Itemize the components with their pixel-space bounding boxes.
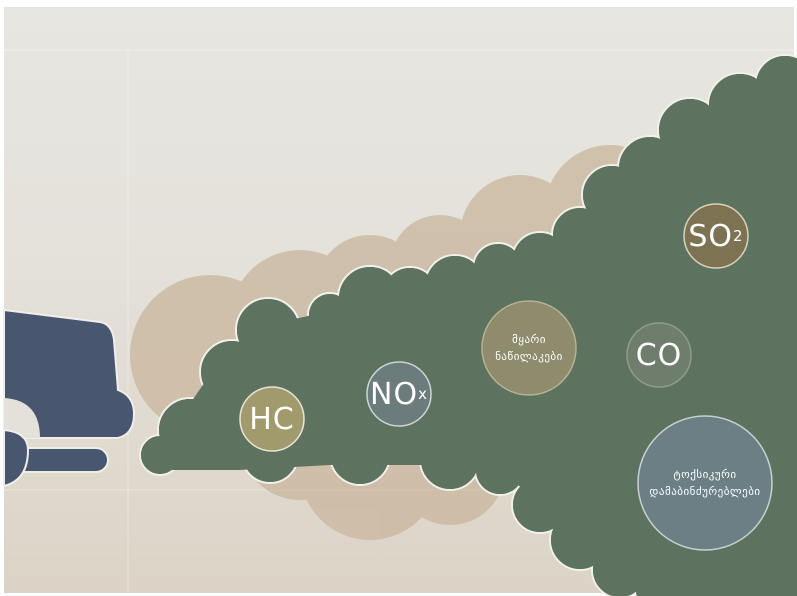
nox-bubble [366, 361, 432, 427]
particles-bubble [481, 300, 577, 396]
so2-bubble [683, 203, 749, 269]
hc-bubble [239, 386, 305, 452]
green-smoke-body [141, 56, 797, 596]
toxic-bubble [637, 415, 773, 551]
exhaust-pipe [3, 308, 136, 488]
co-bubble [626, 322, 692, 388]
